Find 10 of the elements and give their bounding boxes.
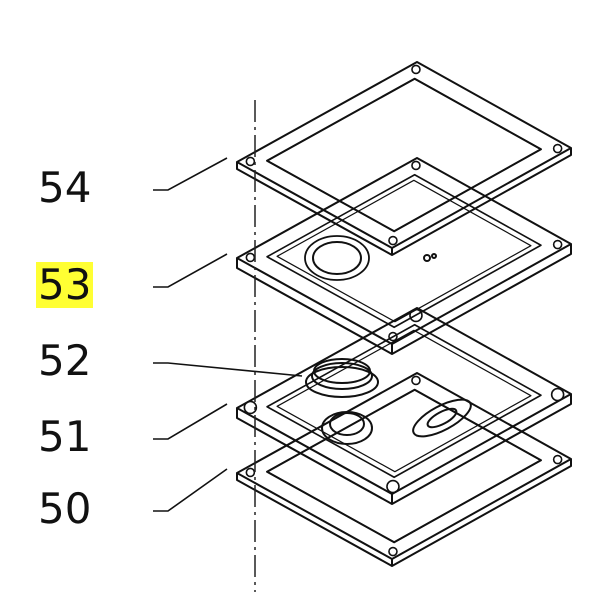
callout-number: 51 (36, 414, 94, 460)
callout-number: 54 (36, 165, 94, 211)
leader-line (153, 157, 228, 191)
callout-number: 52 (36, 338, 94, 384)
leader-line (153, 253, 228, 288)
leader-line (153, 468, 228, 512)
leader-line (153, 403, 228, 440)
leader-line (153, 362, 302, 377)
callout-number: 53 (36, 262, 94, 308)
callout-number: 50 (36, 486, 94, 532)
